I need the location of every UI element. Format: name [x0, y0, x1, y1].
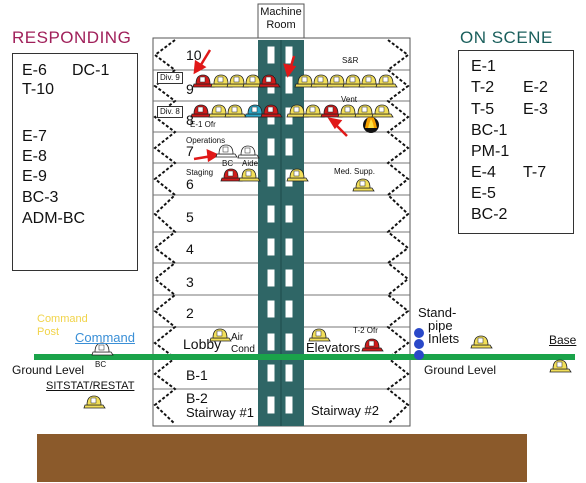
t2-officer-helmet-icon [362, 339, 383, 351]
on-scene-unit: E-2 [523, 79, 548, 97]
base-label[interactable]: Base [549, 333, 576, 347]
on-scene-unit: T-2 [471, 79, 494, 97]
firefighter-helmet-icon [303, 105, 324, 117]
on-scene-unit: E-1 [471, 58, 496, 76]
ground-level-right-label: Ground Level [424, 363, 496, 377]
firefighter-helmet-icon [287, 169, 308, 181]
medical-supply-label: Med. Supp. [334, 167, 375, 176]
floor-label: 6 [186, 176, 194, 192]
machine-room-label: Machine Room [258, 6, 304, 32]
standpipe-inlets-label: Stand- pipe Inlets [418, 306, 459, 345]
base-helmet-icon [550, 360, 571, 372]
aide-label: Aide [242, 159, 258, 168]
search-rescue-label: S&R [342, 56, 358, 65]
on-scene-unit: T-7 [523, 164, 546, 182]
firefighter-helmet-icon [221, 169, 242, 181]
floor-label: 2 [186, 305, 194, 321]
on-scene-unit: PM-1 [471, 143, 509, 161]
on-scene-title: ON SCENE [460, 28, 553, 48]
division-9-label: Div. 9 [157, 72, 183, 84]
responding-unit: DC-1 [72, 62, 109, 80]
firefighter-helmet-icon [193, 75, 214, 87]
responding-title: RESPONDING [12, 28, 131, 48]
responding-unit: BC-3 [22, 189, 58, 207]
firefighter-helmet-icon [239, 169, 260, 181]
air-conditioning-label: Air Cond [231, 332, 255, 356]
e1-officer-label: E-1 Ofr [190, 120, 216, 129]
firefighter-helmet-icon [261, 105, 282, 117]
floor-label: 4 [186, 241, 194, 257]
vent-label: Vent [341, 95, 357, 104]
firefighter-helmet-icon [376, 75, 397, 87]
operations-label: Operations [186, 136, 225, 145]
command-label[interactable]: Command [75, 330, 135, 345]
responding-unit: E-7 [22, 128, 47, 146]
responding-unit: E-8 [22, 148, 47, 166]
sitstat-restat-label[interactable]: SITSTAT/RESTAT [46, 380, 134, 392]
firefighter-helmet-icon [191, 105, 212, 117]
on-scene-unit: BC-1 [471, 122, 507, 140]
on-scene-unit: T-5 [471, 101, 494, 119]
firefighter-helmet-icon [259, 75, 280, 87]
aide-helmet-icon [238, 146, 259, 158]
floor-label: B-1 [186, 367, 208, 383]
stairway-2-label: Stairway #2 [311, 403, 379, 418]
division-8-label: Div. 8 [157, 106, 183, 118]
responding-unit: T-10 [22, 81, 54, 99]
floor-label: Lobby [183, 336, 221, 352]
responding-unit: ADM-BC [22, 210, 85, 228]
responding-unit: E-9 [22, 168, 47, 186]
floor-label: 7 [186, 143, 194, 159]
on-scene-unit: E-5 [471, 185, 496, 203]
floor-label: B-2 [186, 392, 208, 405]
floor-label: 5 [186, 209, 194, 225]
stairway-1-label: Stairway #1 [186, 405, 254, 420]
on-scene-unit: E-4 [471, 164, 496, 182]
responding-unit: E-6 [22, 62, 47, 80]
sitstat-helmet-icon [84, 396, 105, 408]
floor-label: 3 [186, 274, 194, 290]
firefighter-helmet-icon [225, 105, 246, 117]
chief-helmet-icon [216, 145, 237, 157]
ground-level-left-label: Ground Level [12, 363, 84, 377]
bc-label: BC [222, 159, 233, 168]
command-bc-label: BC [95, 360, 106, 369]
elevators-label: Elevators [306, 340, 360, 355]
on-scene-unit: BC-2 [471, 206, 507, 224]
on-scene-unit: E-3 [523, 101, 548, 119]
standpipe-helmet-icon [471, 336, 492, 348]
firefighter-helmet-icon [372, 105, 393, 117]
floor-label: 10 [186, 47, 202, 63]
floor-label: 9 [186, 81, 194, 97]
staging-label: Staging [186, 168, 213, 177]
t2-officer-label: T-2 Ofr [353, 326, 378, 335]
medical-supply-helmet-icon [353, 179, 374, 191]
